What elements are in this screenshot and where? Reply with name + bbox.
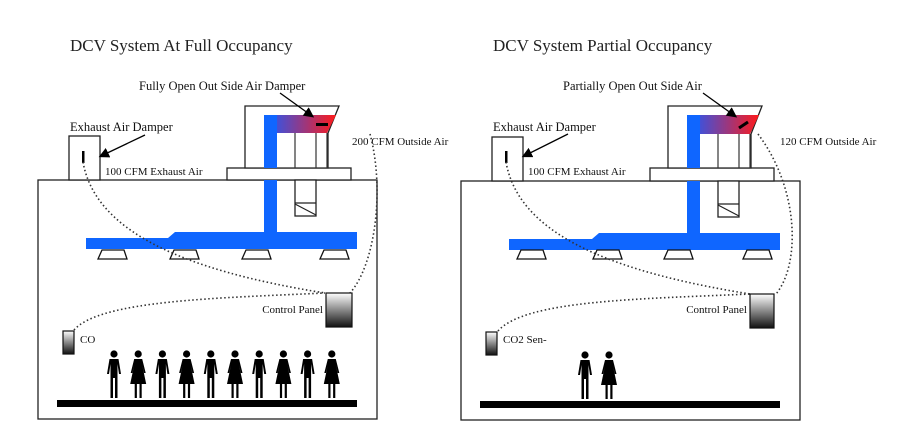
outside-air-duct [264, 115, 336, 133]
return-air-box [717, 180, 740, 218]
panel-title: DCV System At Full Occupancy [70, 36, 293, 55]
exhaust-damper-arrow [521, 133, 569, 158]
outside-air-damper-blade [738, 120, 749, 130]
exhaust-damper-label: Exhaust Air Damper [70, 120, 174, 134]
control-panel-label: Control Panel [686, 304, 747, 316]
outside-damper-arrow [279, 92, 315, 118]
ahu-base [649, 167, 775, 182]
outside-flow-label: 120 CFM Outside Air [780, 136, 877, 148]
supply-duct [509, 233, 780, 250]
panel-full-occupancy: DCV System At Full Occupancy Exhaust Air… [37, 36, 449, 420]
diffusers [515, 249, 773, 260]
control-panel-label: Control Panel [262, 304, 323, 316]
panel-title: DCV System Partial Occupancy [493, 36, 713, 55]
outside-flow-label: 200 CFM Outside Air [352, 136, 449, 148]
panel-partial-occupancy: DCV System Partial Occupancy Exhaust Air… [460, 36, 877, 421]
sensor-label: CO [80, 334, 95, 346]
outside-damper-arrow [702, 92, 738, 118]
diffusers [96, 249, 350, 260]
supply-riser-upper [264, 115, 277, 168]
exhaust-damper-blade [82, 151, 85, 163]
sensor-wire [73, 292, 326, 331]
exhaust-flow-label: 100 CFM Exhaust Air [105, 166, 203, 178]
sensor-wire [497, 293, 751, 332]
control-panel [749, 293, 775, 329]
supply-riser-lower [264, 180, 277, 234]
co2-sensor [485, 331, 498, 356]
exhaust-control-wire [505, 161, 751, 295]
co2-sensor [62, 330, 75, 355]
outside-air-duct [687, 115, 759, 134]
exhaust-flow-label: 100 CFM Exhaust Air [528, 166, 626, 178]
control-panel [325, 292, 353, 328]
floor [480, 401, 780, 408]
outside-damper-label: Fully Open Out Side Air Damper [139, 79, 306, 93]
sensor-label: CO2 Sen- [503, 334, 547, 346]
exhaust-damper-blade [505, 151, 508, 163]
floor [57, 400, 357, 407]
outside-damper-control-wire [349, 133, 378, 294]
exhaust-control-wire [82, 161, 326, 294]
exhaust-damper-label: Exhaust Air Damper [493, 120, 597, 134]
outside-damper-label: Partially Open Out Side Air [563, 79, 703, 93]
exhaust-damper-arrow [98, 134, 146, 158]
outside-damper-control-wire [757, 133, 794, 295]
room-outline [460, 180, 801, 421]
outside-air-damper-blade [316, 123, 328, 126]
supply-riser-upper [687, 115, 700, 168]
ahu-base [226, 167, 352, 181]
return-air-box [294, 179, 317, 217]
supply-riser-lower [687, 181, 700, 235]
